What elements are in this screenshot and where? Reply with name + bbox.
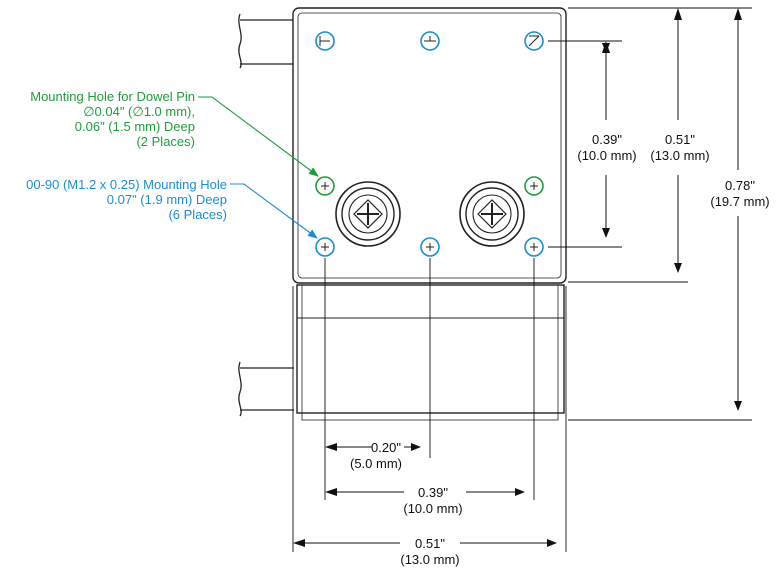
dowel-callout-line1: Mounting Hole for Dowel Pin — [30, 89, 195, 104]
dowel-callout-line2: ∅0.04" (∅1.0 mm), — [83, 104, 195, 119]
dim-h-center-offset-mm: (5.0 mm) — [350, 456, 402, 471]
extension-lines-bottom — [292, 258, 567, 552]
mount-hole-top-left — [315, 31, 335, 51]
dim-h-body-width-mm: (13.0 mm) — [400, 552, 459, 567]
mount-body — [292, 7, 567, 421]
dim-h-center-offset: 0.20" (5.0 mm) — [350, 440, 402, 471]
mount-hole-bottom-center — [420, 237, 440, 257]
dowel-callout-line3: 0.06" (1.5 mm) Deep — [75, 119, 195, 134]
mount-hole-bottom-right — [524, 237, 544, 257]
dim-v-overall-mm: (19.7 mm) — [710, 194, 769, 209]
dim-v-body-height-mm: (13.0 mm) — [650, 148, 709, 163]
dim-h-hole-spacing-mm: (10.0 mm) — [403, 501, 462, 516]
dowel-hole-left — [315, 176, 335, 196]
dim-v-body-height: 0.51" (13.0 mm) — [650, 132, 709, 163]
horizontal-dimension-lines — [304, 443, 557, 547]
dim-v-hole-spacing: 0.39" (10.0 mm) — [577, 132, 636, 163]
vertical-dimension-top-arrows — [602, 8, 742, 53]
mount-hole-top-center — [420, 31, 440, 51]
mount-callout-leader — [230, 183, 318, 239]
dim-h-body-width: 0.51" (13.0 mm) — [400, 536, 459, 567]
dim-h-hole-spacing-inch: 0.39" — [418, 485, 448, 500]
dowel-hole-right — [524, 176, 544, 196]
mount-callout-line3: (6 Places) — [168, 207, 227, 222]
vertical-dimension-lines — [602, 18, 742, 411]
mount-callout: 00-90 (M1.2 x 0.25) Mounting Hole 0.07" … — [26, 177, 227, 222]
dim-v-hole-spacing-mm: (10.0 mm) — [577, 148, 636, 163]
rod-stubs — [238, 13, 294, 417]
dowel-callout-line4: (2 Places) — [136, 134, 195, 149]
mount-hole-bottom-left — [315, 237, 335, 257]
dim-h-body-width-inch: 0.51" — [415, 536, 445, 551]
mount-callout-line2: 0.07" (1.9 mm) Deep — [107, 192, 227, 207]
dim-h-center-offset-inch: 0.20" — [371, 440, 401, 455]
dowel-callout-leader — [198, 96, 319, 177]
dim-v-overall: 0.78" (19.7 mm) — [710, 178, 769, 209]
adjuster-screw-right — [459, 181, 525, 247]
mount-callout-line1: 00-90 (M1.2 x 0.25) Mounting Hole — [26, 177, 227, 192]
dim-v-hole-spacing-inch: 0.39" — [592, 132, 622, 147]
dim-v-overall-inch: 0.78" — [725, 178, 755, 193]
dowel-callout: Mounting Hole for Dowel Pin ∅0.04" (∅1.0… — [30, 89, 195, 149]
dim-v-body-height-inch: 0.51" — [665, 132, 695, 147]
horizontal-dimension-left-arrows — [293, 443, 337, 547]
dim-h-hole-spacing: 0.39" (10.0 mm) — [403, 485, 462, 516]
mount-hole-top-right — [524, 31, 544, 51]
extension-lines-right — [548, 7, 752, 421]
adjuster-screw-left — [335, 181, 401, 247]
